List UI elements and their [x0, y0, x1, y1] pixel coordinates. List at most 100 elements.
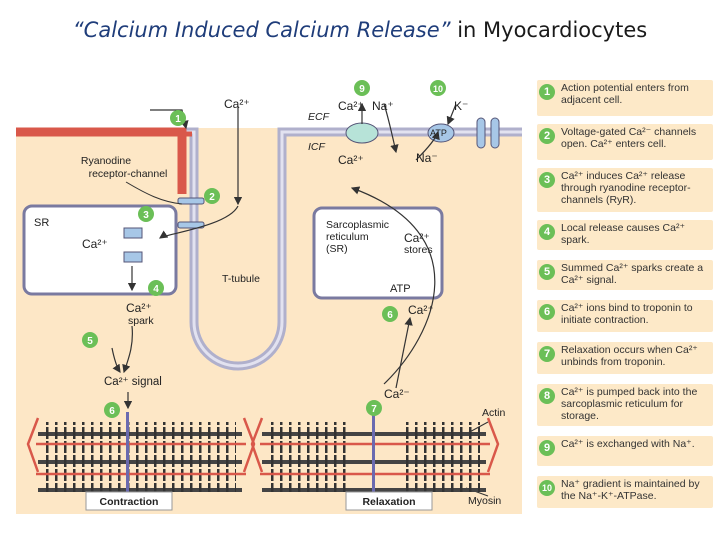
label-sr-ca: Ca²⁺ [82, 237, 108, 251]
legend-step-5-text: Summed Ca²⁺ sparks create a Ca²⁺ signal. [561, 262, 704, 286]
label-ca-top: Ca²⁺ [224, 97, 250, 111]
na-ca-exchanger [345, 122, 379, 144]
legend-step-10-text: Na⁺ gradient is maintained by the Na⁺-K⁺… [561, 478, 700, 502]
sarcomere-relaxation [250, 412, 500, 502]
label-icf: ICF [308, 141, 326, 153]
legend-step-8-text: Ca²⁺ is pumped back into the sarcoplasmi… [561, 386, 698, 422]
label-ryanodine: Ryanodine [81, 155, 131, 167]
label-contraction: Contraction [100, 496, 159, 508]
legend-step-4-number: 4 [539, 224, 555, 240]
label-sr: SR [34, 217, 49, 229]
label-icf-ca: Ca²⁺ [338, 153, 364, 167]
spark-to-signal-arrow-2 [111, 347, 121, 373]
legend-step-8: 8 Ca²⁺ is pumped back into the sarcoplas… [537, 384, 713, 426]
reuptake-arrow [395, 316, 413, 389]
legend-step-5: 5 Summed Ca²⁺ sparks create a Ca²⁺ signa… [537, 260, 713, 290]
ryanodine-pointer [125, 181, 183, 205]
marker-5 [82, 332, 98, 348]
slide-title: “Calcium Induced Calcium Release” in Myo… [0, 18, 720, 42]
legend-step-2-number: 2 [539, 128, 555, 144]
k-in-arrow [446, 103, 457, 126]
sarcomere-contraction [26, 412, 256, 502]
label-sr-box-2: reticulum [326, 231, 369, 243]
label-sr-box-1: Sarcoplasmic [326, 219, 389, 231]
label-atp-sr: ATP [390, 283, 411, 295]
label-relaxation: Relaxation [362, 496, 415, 508]
svg-text:6: 6 [109, 406, 115, 417]
legend-step-3-number: 3 [539, 172, 555, 188]
marker-6-sr [382, 306, 398, 322]
svg-text:6: 6 [387, 310, 393, 321]
na-pump-arrow [415, 130, 440, 161]
legend-step-4: 4 Local release causes Ca²⁺ spark. [537, 220, 713, 250]
label-receptor-channel: receptor-channel [89, 168, 168, 180]
label-sr-box-3: (SR) [326, 243, 348, 255]
legend-step-1-text: Action potential enters from adjacent ce… [561, 82, 689, 106]
marker-7 [366, 400, 382, 416]
legend-step-9: 9 Ca²⁺ is exchanged with Na⁺. [537, 436, 713, 466]
legend-step-8-number: 8 [539, 388, 555, 404]
relaxation-label-box [345, 491, 433, 511]
l-type-channel-top [177, 197, 205, 205]
label-exchanger-ca: Ca²⁺ [338, 99, 364, 113]
svg-text:10: 10 [433, 84, 443, 94]
legend-step-5-number: 5 [539, 264, 555, 280]
label-spark-ca: Ca²⁺ [126, 301, 152, 315]
legend-step-6-number: 6 [539, 304, 555, 320]
spark-to-signal-arrow-1 [122, 325, 133, 374]
legend-step-7: 7 Relaxation occurs when Ca²⁺ unbinds fr… [537, 342, 713, 374]
marker-9 [354, 80, 370, 96]
label-ca-stores-2: stores [404, 244, 433, 256]
legend-step-10-number: 10 [539, 480, 555, 496]
svg-text:3: 3 [143, 210, 149, 221]
label-ca-stores-1: Ca²⁺ [404, 231, 430, 245]
legend-step-1-number: 1 [539, 84, 555, 100]
label-ca-mid: Ca²⁺ [408, 303, 434, 317]
svg-text:7: 7 [371, 404, 377, 415]
legend-step-6: 6 Ca²⁺ ions bind to troponin to initiate… [537, 300, 713, 332]
legend-step-4-text: Local release causes Ca²⁺ spark. [561, 222, 686, 246]
step-markers: 1 2 3 4 5 6 6 7 9 10 [82, 80, 446, 418]
label-ttubule: T-tubule [222, 273, 260, 285]
legend-step-9-text: Ca²⁺ is exchanged with Na⁺. [561, 438, 695, 450]
marker-4 [148, 280, 164, 296]
svg-text:5: 5 [87, 336, 93, 347]
legend-step-7-text: Relaxation occurs when Ca²⁺ unbinds from… [561, 344, 698, 368]
label-myosin: Myosin [468, 495, 501, 507]
legend-step-6-text: Ca²⁺ ions bind to troponin to initiate c… [561, 302, 693, 326]
legend-step-10: 10 Na⁺ gradient is maintained by the Na⁺… [537, 476, 713, 508]
legend-step-3: 3 Ca²⁺ induces Ca²⁺ release through ryan… [537, 168, 713, 212]
label-exchanger-na: Na⁺ [372, 99, 394, 113]
title-rest: in Myocardiocytes [450, 18, 648, 42]
label-actin: Actin [482, 407, 506, 419]
svg-text:9: 9 [359, 84, 365, 95]
na-in-arrow [383, 103, 399, 154]
cicr-arrow [158, 205, 239, 239]
label-ca-low: Ca²⁻ [384, 387, 410, 401]
marker-6 [104, 402, 120, 418]
legend-step-7-number: 7 [539, 346, 555, 362]
legend-step-3-text: Ca²⁺ induces Ca²⁺ release through ryanod… [561, 170, 691, 206]
label-ca-signal: Ca²⁺ signal [104, 376, 162, 388]
marker-10 [430, 80, 446, 96]
ca-to-exchanger-arrow [350, 186, 436, 385]
marker-3 [138, 206, 154, 222]
label-k: K⁻ [454, 99, 468, 113]
ryr-channel-top [123, 227, 143, 239]
legend-step-9-number: 9 [539, 440, 555, 456]
marker-2 [204, 188, 220, 204]
ccicr-diagram: 1 2 3 4 5 6 6 7 9 10 Ca²⁺ ECF ICF Ryanod… [16, 76, 522, 514]
legend-step-2-text: Voltage-gated Ca²⁻ channels open. Ca²⁺ e… [561, 126, 697, 150]
contraction-label-box [85, 491, 173, 511]
k-channel-left [476, 117, 486, 149]
legend-step-2: 2 Voltage-gated Ca²⁻ channels open. Ca²⁺… [537, 124, 713, 160]
membrane-inner-line [16, 130, 522, 368]
ryr-channel-bottom [123, 251, 143, 263]
label-atp-pump: ATP [430, 128, 447, 138]
label-ecf: ECF [308, 111, 330, 123]
label-icf-na: Na⁻ [416, 151, 438, 165]
svg-text:1: 1 [175, 114, 181, 125]
k-channel-right [490, 117, 500, 149]
svg-text:2: 2 [209, 192, 215, 203]
label-spark-word: spark [128, 315, 154, 327]
